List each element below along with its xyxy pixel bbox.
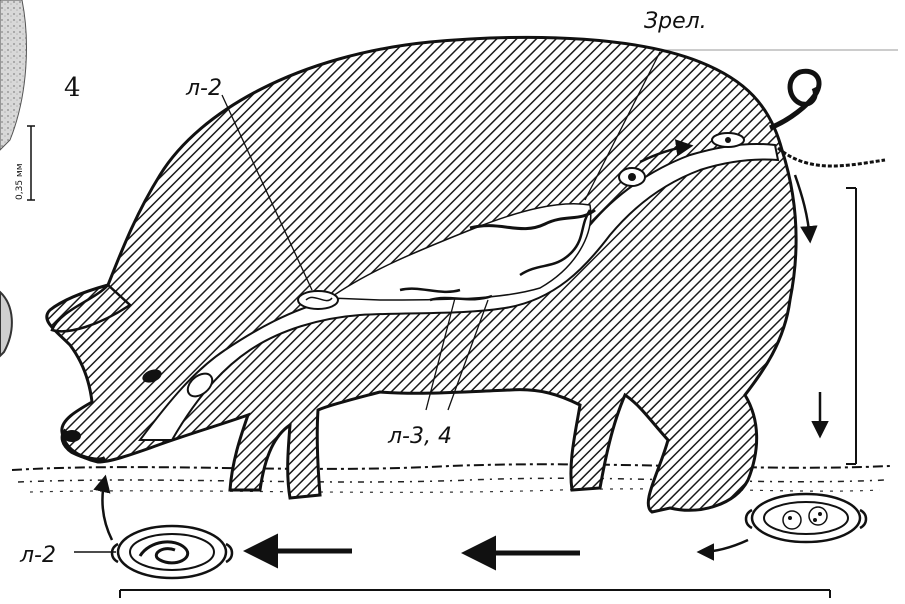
pig-nostril	[63, 430, 81, 442]
pig-tail	[770, 71, 819, 128]
panel-number: 4	[64, 73, 81, 103]
label-larva34: л-3, 4	[387, 424, 452, 449]
pig	[47, 37, 885, 512]
excreted-egg	[746, 494, 866, 542]
bottom-bracket	[120, 590, 830, 598]
cyst-gut	[298, 291, 338, 309]
arrow-curve-left	[700, 540, 748, 552]
label-larva2-bottom: л-2	[19, 543, 56, 568]
right-bracket	[846, 188, 856, 464]
label-larva2-top: л-2	[185, 76, 222, 101]
scale-bar: 0,35 мм	[15, 126, 35, 200]
pig-tail-tuft	[778, 148, 885, 166]
ground	[12, 464, 890, 492]
larvated-egg	[74, 526, 232, 578]
arrow-up-to-snout	[102, 478, 112, 540]
label-mature: Зрел.	[644, 9, 707, 34]
scale-bar-label: 0,35 мм	[15, 164, 25, 200]
